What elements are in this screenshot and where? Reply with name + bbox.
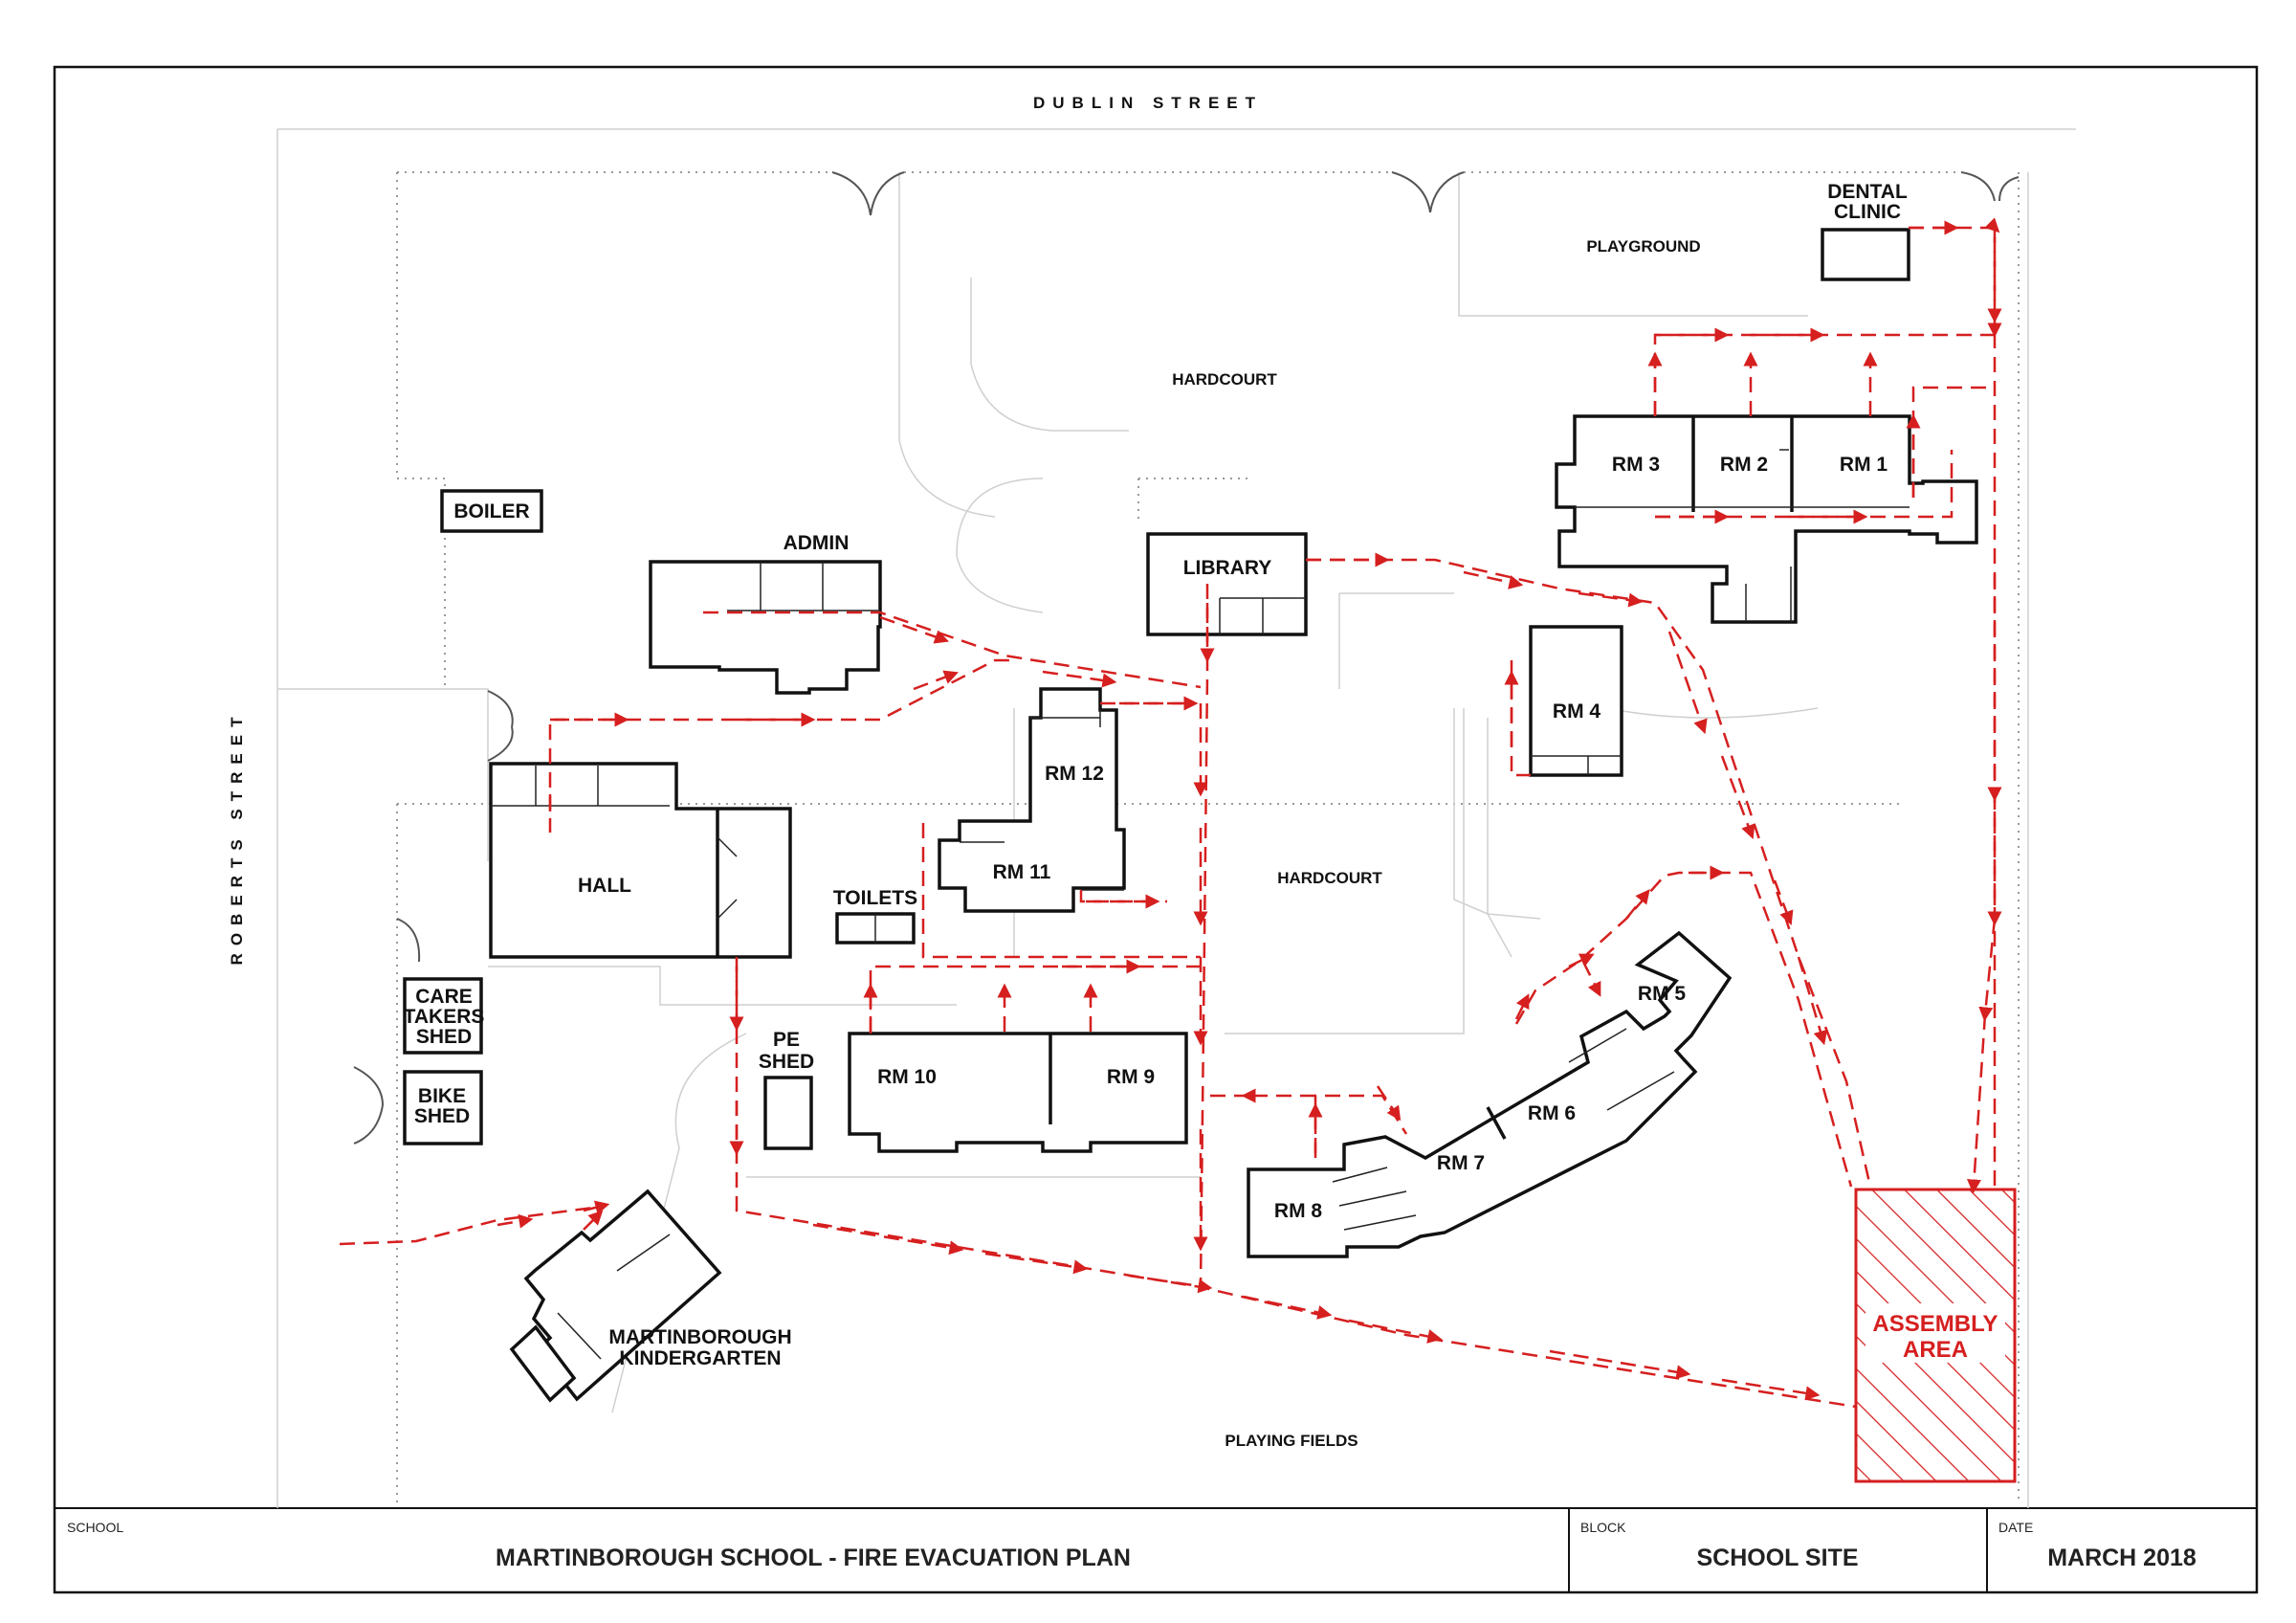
buildings [403,228,1978,1403]
label-playground: PLAYGROUND [1586,237,1700,256]
label-rm6: RM 6 [1528,1102,1576,1124]
building-rm4 [1529,625,1623,777]
label-pe-shed-line1: PE [773,1029,800,1051]
label-assembly-line2: AREA [1903,1337,1968,1363]
title-block-label: BLOCK [1580,1520,1626,1535]
building-labels: DENTAL CLINIC BOILER ADMIN LIBRARY RM 3 … [404,181,1908,1369]
label-admin: ADMIN [784,532,850,554]
title-school-value: MARTINBOROUGH SCHOOL - FIRE EVACUATION P… [496,1545,1131,1571]
label-rm7: RM 7 [1437,1152,1485,1174]
assembly-labels: ASSEMBLY AREA [1872,1311,1998,1363]
label-rm1: RM 1 [1840,454,1888,476]
label-rm12: RM 12 [1045,763,1104,785]
label-boiler: BOILER [453,500,529,522]
building-admin [649,560,882,695]
label-rm5: RM 5 [1638,983,1686,1005]
building-hall [489,762,792,959]
title-date-value: MARCH 2018 [2047,1545,2197,1571]
label-kindergarten-line2: KINDERGARTEN [619,1347,781,1369]
label-playing-fields: PLAYING FIELDS [1225,1432,1358,1450]
label-rm3: RM 3 [1612,454,1660,476]
interior-walls [491,449,1910,1360]
building-rm5-8 [1247,930,1733,1258]
label-hardcourt-center: HARDCOURT [1277,869,1382,887]
label-hardcourt-north: HARDCOURT [1172,370,1277,389]
title-block: SCHOOL MARTINBOROUGH SCHOOL - FIRE EVACU… [67,1520,2197,1571]
label-assembly-line1: ASSEMBLY [1872,1311,1998,1337]
building-caretakers-shed [403,977,483,1055]
site-boundary-lines [276,128,2076,1508]
label-pe-shed-line2: SHED [759,1051,814,1073]
building-boiler [440,489,543,533]
building-rm11-12 [938,687,1126,913]
building-library [1146,532,1308,636]
label-dental-clinic-line2: CLINIC [1834,201,1901,223]
label-caretakers-line1: CARE [415,986,473,1008]
building-rm9-10 [848,1032,1188,1153]
label-rm8: RM 8 [1274,1200,1322,1222]
label-rm11: RM 11 [993,861,1051,883]
label-hall: HALL [578,875,631,897]
evacuation-routes [339,217,2002,1409]
label-toilets: TOILETS [833,887,917,909]
label-bike-shed-line1: BIKE [418,1085,466,1107]
street-dublin: DUBLIN STREET [1033,94,1263,112]
title-block-value: SCHOOL SITE [1696,1545,1858,1571]
label-rm9: RM 9 [1107,1066,1155,1088]
label-caretakers-line3: SHED [416,1026,472,1048]
label-bike-shed-line2: SHED [414,1105,470,1127]
building-pe-shed [763,1076,813,1150]
area-labels: PLAYGROUND HARDCOURT HARDCOURT PLAYING F… [1172,237,1700,1450]
pathway-lines [277,172,1819,1413]
west-gates [353,690,514,1145]
north-gates [831,171,2020,216]
assembly-area-label-backing [1866,1303,2005,1363]
label-rm10: RM 10 [877,1066,937,1088]
label-caretakers-line2: TAKERS [404,1006,485,1028]
label-rm2: RM 2 [1720,454,1768,476]
fence-lines [396,171,2020,1508]
street-roberts: ROBERTS STREET [228,710,246,966]
title-school-label: SCHOOL [67,1520,123,1535]
title-date-label: DATE [1998,1520,2033,1535]
drawing-border [53,65,2259,1594]
label-library: LIBRARY [1183,557,1272,579]
label-kindergarten-line1: MARTINBOROUGH [608,1326,791,1348]
label-dental-clinic-line1: DENTAL [1827,181,1908,203]
building-dental-clinic [1821,228,1910,281]
street-labels: DUBLIN STREET ROBERTS STREET [228,94,1263,966]
label-rm4: RM 4 [1553,700,1601,723]
building-bike-shed [403,1070,483,1145]
